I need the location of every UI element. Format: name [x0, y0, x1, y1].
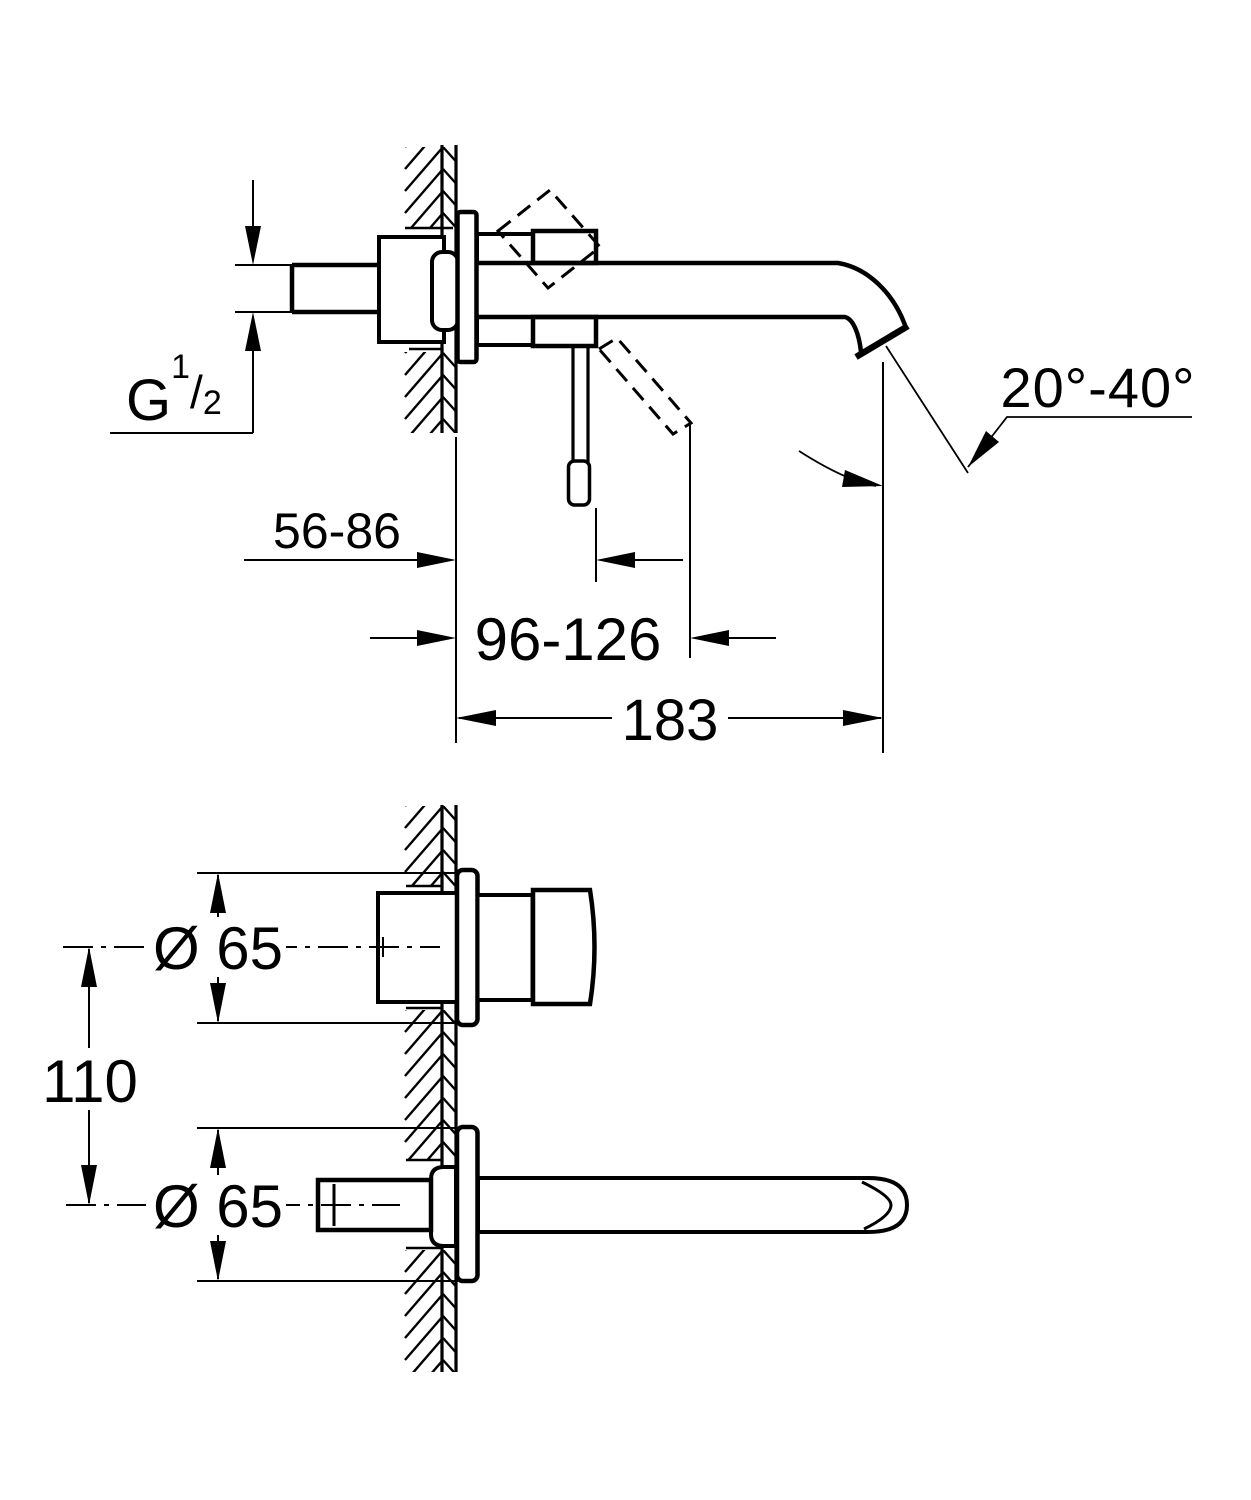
lever-tip	[566, 459, 592, 507]
concealed-mixer-body	[235, 235, 460, 344]
wall-section	[404, 805, 458, 1372]
wall-hatching	[404, 352, 457, 433]
hatch-strokes	[404, 147, 457, 228]
spout-top-line	[478, 260, 908, 326]
arrowhead-left	[690, 630, 729, 646]
dimension-spout-projection: 183	[456, 688, 883, 753]
arrowhead-up	[245, 312, 261, 351]
text-mask	[146, 917, 286, 977]
text-mask	[612, 694, 728, 742]
handle-escutcheon	[454, 867, 480, 1028]
dim-text-spout-angle: 20°-40°	[1000, 356, 1195, 419]
spout-collar-lower	[475, 315, 535, 347]
dimension-spout-escutcheon: Ø 65	[146, 1128, 286, 1281]
lever-handle	[566, 347, 592, 507]
arrowhead-up	[210, 1128, 226, 1168]
spout-assembly-front	[315, 1124, 910, 1284]
wall-hatching	[404, 147, 457, 228]
spout-collar-upper	[475, 232, 535, 265]
handle-assembly-front	[376, 867, 597, 1028]
lever-dashed-open-position	[596, 336, 694, 436]
dimension-center-distance: 110	[38, 947, 142, 1205]
arrowhead-down	[245, 226, 261, 265]
spout-bottom-line	[478, 314, 864, 353]
dimension-wall-depth: 56-86	[244, 503, 683, 568]
dim-text-handle-diameter: Ø 65	[153, 915, 283, 982]
dimension-lever-projection: 96-126	[370, 606, 776, 673]
hatch-strokes	[404, 806, 457, 886]
cartridge-sleeve	[430, 250, 460, 332]
dim-text-lever-projection: 96-126	[475, 606, 662, 673]
dimension-handle-escutcheon: Ø 65	[146, 873, 286, 1023]
arrowhead-arc	[842, 470, 883, 487]
arrowhead-down	[81, 1165, 97, 1205]
spout-tube-end-highlight	[861, 1180, 893, 1231]
hatch-strokes	[404, 352, 457, 433]
spout-escutcheon	[454, 1124, 480, 1284]
spout-retaining-washer	[429, 1165, 458, 1248]
angle-callout: 20°-40°	[798, 345, 1195, 487]
arrowhead-left	[456, 710, 496, 726]
text-mask	[38, 1048, 142, 1110]
arrowhead-right	[417, 552, 456, 568]
dimension-thread: G1/2	[110, 180, 261, 434]
arrowhead-right	[417, 630, 456, 646]
escutcheon-side	[455, 209, 479, 365]
text-mask	[146, 1175, 286, 1235]
arrowhead-up	[81, 947, 97, 987]
angle-leader-line	[967, 416, 1192, 468]
handle-rough-in-body	[376, 891, 460, 1004]
side-view: G1/2 56-86 96-126 183	[110, 145, 1195, 753]
spout	[478, 260, 910, 360]
spout-outlet-face	[854, 323, 910, 360]
arrowhead-leader	[968, 431, 999, 467]
wall-hatching	[404, 1250, 457, 1372]
spout-tube-front	[476, 1176, 910, 1234]
dim-text-spout-projection: 183	[622, 688, 719, 753]
handle-base-cylinder	[475, 893, 535, 1002]
arrowhead-down	[210, 1241, 226, 1281]
dim-text-wall-depth: 56-86	[273, 503, 401, 559]
handle-knob-cap	[530, 887, 597, 1007]
handle-boss-lower	[530, 314, 599, 349]
dim-text-center-distance: 110	[42, 1048, 138, 1115]
hatch-strokes	[404, 1250, 457, 1372]
arrowhead-down	[210, 983, 226, 1023]
wall-hatching	[404, 806, 457, 886]
arrowhead-up	[210, 873, 226, 913]
angle-reference-line	[885, 345, 969, 474]
lever-dashed-up-position	[495, 187, 603, 291]
dim-text-spout-diameter: Ø 65	[153, 1173, 283, 1240]
front-view: Ø 65 110 Ø 65	[38, 805, 910, 1372]
thread-label: G1/2	[126, 348, 222, 433]
arrowhead-right	[843, 710, 883, 726]
arrowhead-left	[596, 552, 635, 568]
